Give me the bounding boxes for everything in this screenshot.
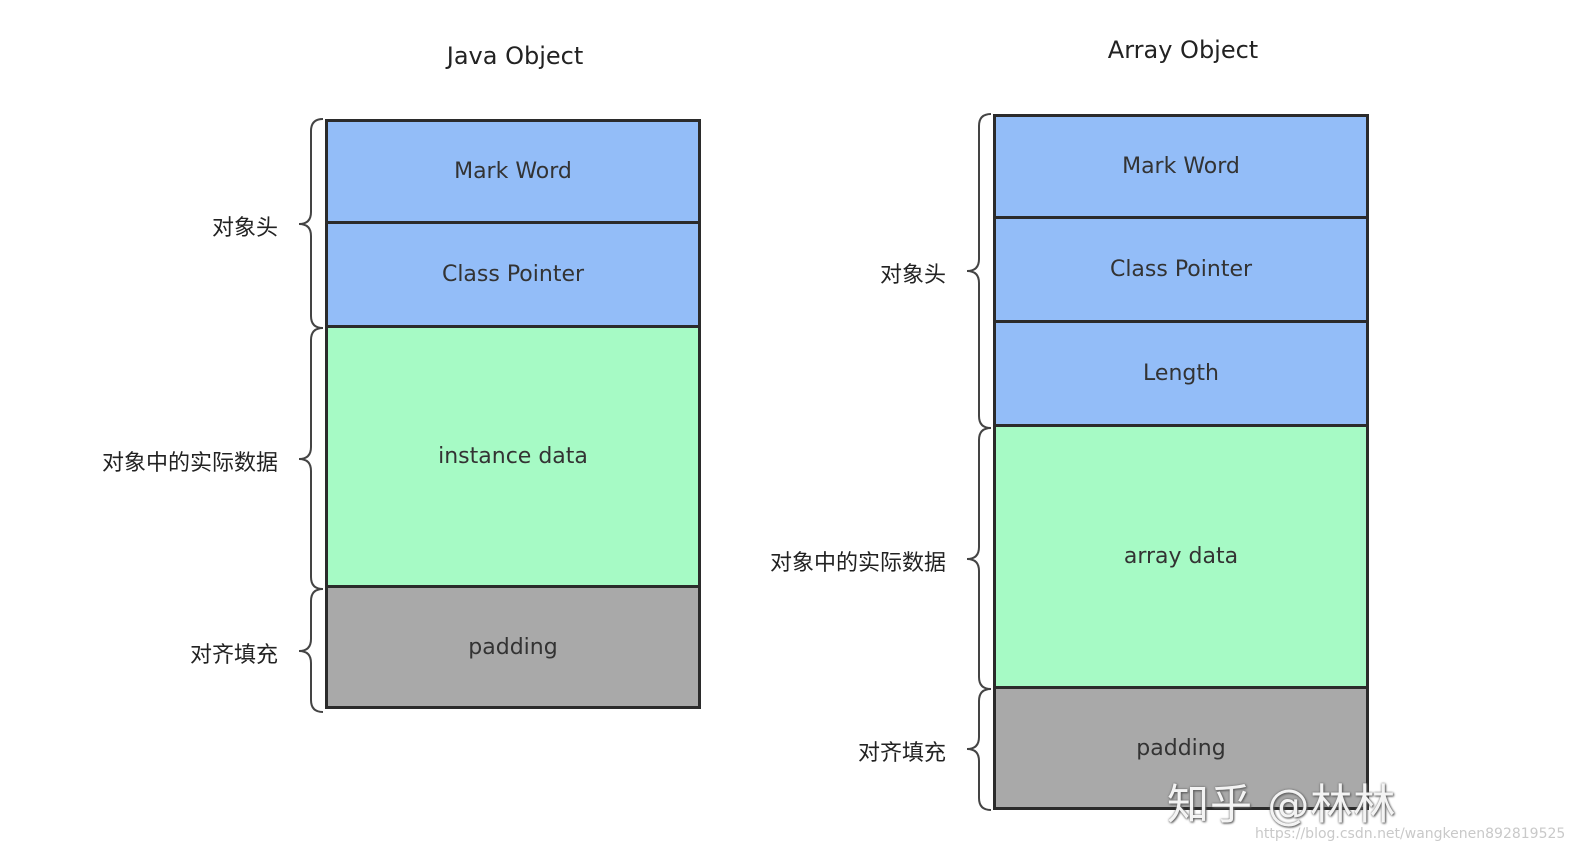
padding-brace	[966, 688, 992, 811]
padding-cell: padding	[993, 686, 1369, 810]
array-object-layout: Mark Word Class Pointer Length array dat…	[993, 114, 1369, 810]
array-data-cell: array data	[993, 424, 1369, 689]
object-header-label: 对象头	[879, 263, 946, 288]
instance-data-label: 对象中的实际数据	[101, 451, 278, 476]
padding-label: 对齐填充	[857, 741, 946, 766]
array-data-label: 对象中的实际数据	[769, 551, 946, 576]
class-pointer-cell: Class Pointer	[325, 221, 701, 328]
padding-brace	[298, 588, 324, 713]
data-brace	[298, 327, 324, 590]
object-header-label: 对象头	[211, 216, 278, 241]
class-pointer-cell: Class Pointer	[993, 216, 1369, 323]
array-object-title: Array Object	[1107, 36, 1259, 64]
zhihu-watermark: 知乎 @林林	[1167, 780, 1397, 829]
padding-cell: padding	[325, 585, 701, 709]
mark-word-cell: Mark Word	[993, 114, 1369, 219]
source-url: https://blog.csdn.net/wangkenen892819525	[1255, 826, 1566, 842]
data-brace	[966, 427, 992, 690]
header-brace	[966, 113, 992, 429]
header-brace	[298, 118, 324, 329]
java-object-layout: Mark Word Class Pointer instance data pa…	[325, 119, 701, 709]
java-object-title: Java Object	[446, 42, 584, 70]
padding-label: 对齐填充	[189, 643, 278, 668]
